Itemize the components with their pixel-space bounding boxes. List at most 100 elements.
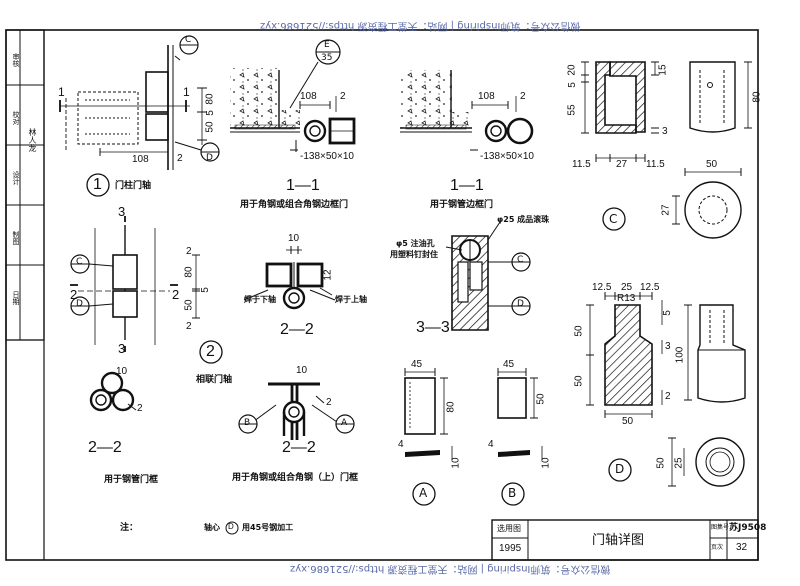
note-prefix: 注： (120, 523, 139, 533)
dim-text: 25 (621, 282, 633, 293)
callout-c: C (76, 257, 83, 267)
detail-1-title: 门柱门轴 (115, 181, 152, 191)
side-strip-item: 校对 (12, 111, 20, 125)
dim-text: 10 (116, 366, 128, 377)
section-3-3-title: 3—3 (416, 319, 450, 336)
dim-text: 27 (660, 204, 672, 216)
title-block-use-label: 选用图 (497, 524, 521, 533)
title-block-atlas-label: 图集号 (711, 524, 730, 531)
dim-text: 3 (665, 341, 671, 352)
dim-text: 50 (655, 457, 667, 469)
section-1-1-left-caption: 用于角钢或组合角钢边框门 (240, 200, 349, 210)
section-2-2-top-title: 2—2 (280, 321, 314, 338)
section-2-2-tube-title: 2—2 (88, 439, 122, 456)
dim-text: 5 (199, 287, 211, 293)
detail-c-label: C (609, 212, 618, 226)
watermark-bottom: 微信公众号：筑师Inspiring | 网站：天堂工程资源 https://52… (290, 563, 611, 574)
side-strip-item: 制图 (12, 231, 20, 245)
dim-text: 50 (535, 393, 547, 405)
dim-text: 80 (204, 93, 216, 105)
dim-text: 12 (322, 269, 334, 281)
detail-a-label: A (419, 486, 428, 500)
dim-text: 2 (186, 321, 192, 332)
callout-d: D (206, 153, 213, 163)
dim-text: 45 (411, 359, 423, 370)
note-text-1: 轴心 (204, 523, 220, 532)
dim-text: -138×50×10 (300, 151, 354, 162)
callout-d: D (517, 299, 524, 309)
dim-text: 80 (183, 266, 195, 278)
callout-b: B (244, 418, 251, 428)
detail-b-label: B (508, 486, 517, 500)
title-block-page-label: 页次 (711, 544, 724, 551)
callout-c: C (517, 255, 524, 265)
note-ball: φ25 成品滚珠 (497, 215, 550, 224)
detail-2-title: 相联门轴 (196, 375, 233, 385)
dim-text: 2 (520, 91, 526, 102)
dim-text: 2 (665, 391, 671, 402)
dim-text: 12.5 (640, 282, 660, 293)
dim-text: 4 (488, 439, 494, 450)
dim-text: 3 (662, 126, 668, 137)
dim-text: 25 (673, 457, 685, 469)
dim-text: 108 (300, 91, 317, 102)
dim-text: 50 (573, 325, 585, 337)
dim-text: 100 (674, 346, 686, 364)
section-cut-label: 1 (183, 85, 190, 99)
section-cut-label: 3 (118, 341, 126, 356)
dim-text: 12.5 (592, 282, 612, 293)
dim-text: 50 (204, 121, 216, 133)
note-oil-hole: φ5 注油孔 (396, 239, 435, 248)
section-1-1-right-caption: 用于钢管边框门 (430, 200, 494, 210)
dim-text: 50 (183, 299, 195, 311)
dim-text: 80 (445, 401, 457, 413)
dim-text: 2 (326, 397, 332, 408)
dim-text: 5 (661, 310, 673, 316)
dim-text: 2 (137, 403, 143, 414)
detail-1-number: 1 (93, 176, 102, 193)
dim-text: 108 (478, 91, 495, 102)
callout-e-letter: E (324, 40, 330, 50)
section-cut-label: 1 (58, 85, 65, 99)
note-text-2: 用45号钢加工 (242, 523, 294, 532)
dim-text: 45 (503, 359, 515, 370)
title-block-year: 1995 (499, 543, 522, 554)
side-strip-item: 日期 (12, 291, 20, 305)
section-2-2-tube-caption: 用于钢管门框 (104, 475, 159, 485)
section-cut-label: 3 (118, 204, 126, 219)
weld-note-right: 焊于上轴 (335, 295, 367, 304)
dim-text: 50 (622, 416, 634, 427)
side-stamp: 林人龙 (28, 128, 37, 152)
title-block-title: 门轴详图 (592, 533, 645, 548)
title-block-page: 32 (736, 542, 748, 553)
section-1-1-right-title: 1—1 (450, 177, 484, 194)
watermark-top: 微信公众号：筑师Inspiring | 网站：天堂工程资源 https://52… (260, 20, 581, 31)
note-seal: 用塑料钉封住 (390, 250, 438, 259)
dim-text: 5 (566, 82, 578, 88)
detail-2-number: 2 (206, 343, 215, 360)
dim-text: 4 (398, 439, 404, 450)
dim-text: 2 (177, 153, 183, 164)
dim-text: 11.5 (646, 159, 665, 170)
dim-text: 15 (657, 64, 669, 76)
dim-text: R13 (617, 293, 636, 304)
section-2-2-angle-caption: 用于角钢或组合角钢（上）门框 (232, 473, 359, 483)
dim-text: 10 (540, 457, 552, 469)
dim-text: 20 (566, 64, 578, 76)
section-cut-label: 2 (70, 287, 78, 302)
callout-d: D (76, 299, 83, 309)
detail-d-label: D (615, 462, 625, 476)
dim-text: 108 (132, 154, 149, 165)
dim-text: 80 (751, 91, 763, 103)
section-1-1-left-title: 1—1 (286, 177, 320, 194)
dim-text: 2 (186, 246, 192, 257)
title-block-atlas: 苏J9508 (729, 523, 767, 533)
note-circled-d: D (228, 522, 234, 531)
section-2-2-angle-title: 2—2 (282, 439, 316, 456)
dim-text: 2 (340, 91, 346, 102)
dim-text: 10 (288, 233, 300, 244)
side-strip-item: 审核 (12, 53, 20, 67)
callout-c: C (185, 35, 192, 45)
